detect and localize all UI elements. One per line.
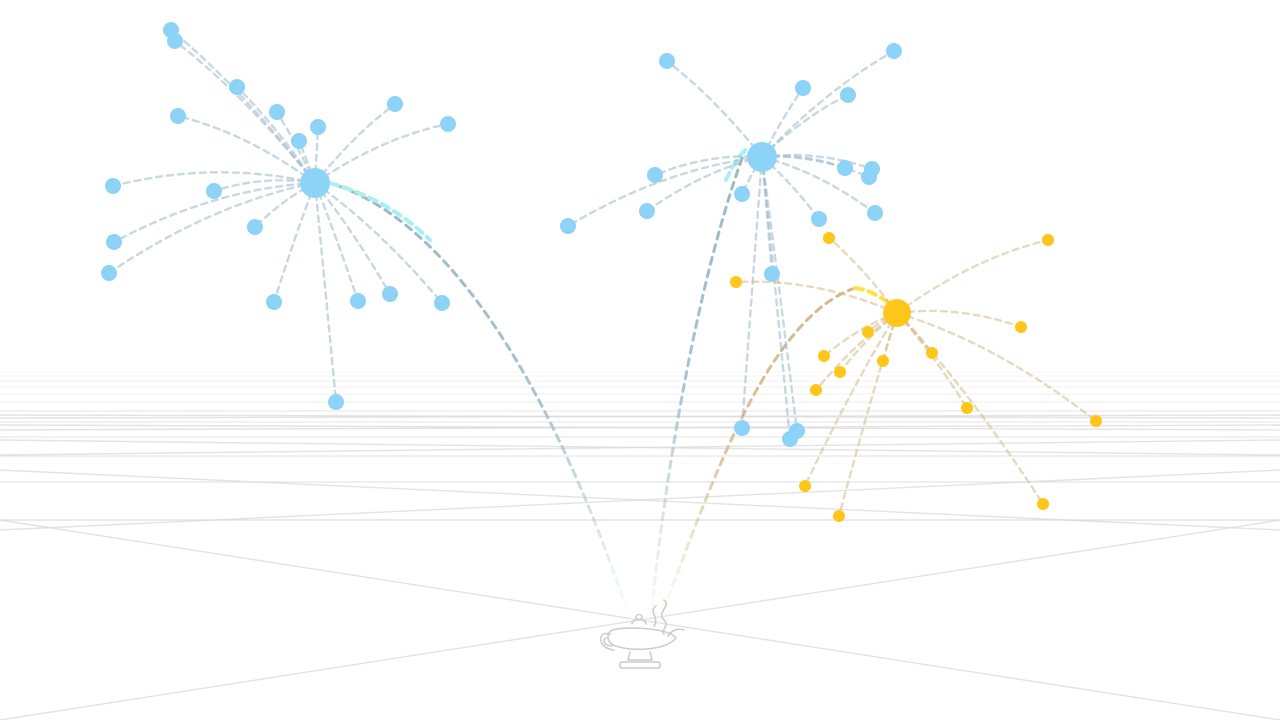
blue-cluster-right-spark: [734, 420, 750, 436]
yellow-cluster-spoke: [837, 311, 899, 518]
grid-line: [0, 414, 1280, 419]
blue-cluster-left-spoke: [235, 85, 317, 185]
blue-cluster-left-spark: [229, 79, 245, 95]
blue-cluster-right-spark: [861, 169, 877, 185]
blue-cluster-left-spark: [266, 294, 282, 310]
blue-cluster-right-spoke: [740, 155, 764, 430]
blue-cluster-right-spark: [560, 218, 576, 234]
blue-cluster-left-spark: [269, 104, 285, 120]
yellow-cluster-hub: [883, 299, 911, 327]
grid-line: [0, 424, 1280, 431]
launch-trails: [328, 148, 892, 612]
yellow-cluster-spoke: [803, 311, 899, 488]
yellow-cluster-spark: [1037, 498, 1049, 510]
yellow-cluster-spark: [961, 402, 973, 414]
blue-cluster-right-spark: [837, 160, 853, 176]
blue-cluster-left-spoke: [313, 181, 338, 404]
blue-cluster-left-spoke: [111, 171, 317, 188]
magic-lamp-icon: [599, 599, 685, 669]
blue-cluster-right-launch-trail: [650, 148, 747, 612]
yellow-cluster-spoke: [838, 311, 899, 374]
blue-cluster-left-launch-trail: [328, 181, 629, 612]
burst-nodes: [101, 22, 1102, 522]
blue-cluster-left-spark: [206, 183, 222, 199]
blue-cluster-right-spark: [867, 205, 883, 221]
blue-cluster-right-spoke: [760, 155, 799, 433]
blue-cluster-right-spoke: [665, 59, 764, 159]
blue-cluster-left-spark: [310, 119, 326, 135]
blue-cluster-left-spoke: [272, 181, 317, 304]
blue-cluster-right-spoke: [760, 49, 896, 159]
blue-cluster-right-spark: [659, 53, 675, 69]
blue-cluster-left-spark: [106, 234, 122, 250]
blue-cluster-right-spoke: [760, 155, 821, 221]
blue-cluster-left-spark: [167, 33, 183, 49]
yellow-cluster-spoke: [895, 309, 1023, 329]
blue-cluster-left-spark: [247, 219, 263, 235]
yellow-cluster-spark: [833, 510, 845, 522]
blue-cluster-right-spark: [734, 186, 750, 202]
blue-cluster-right-spoke: [566, 155, 764, 228]
blue-cluster-right-spark: [782, 431, 798, 447]
blue-cluster-right-spark: [840, 87, 856, 103]
yellow-cluster-spark: [823, 232, 835, 244]
yellow-cluster-burst-streak: [853, 286, 892, 306]
grid-line: [0, 469, 1280, 531]
blue-cluster-right-burst-streak: [724, 148, 747, 182]
blue-cluster-left-spoke: [176, 114, 317, 185]
blue-cluster-right-spark: [639, 203, 655, 219]
blue-cluster-left-burst-streak: [328, 181, 432, 242]
blue-cluster-left-spark: [291, 133, 307, 149]
yellow-cluster-spark: [926, 347, 938, 359]
blue-cluster-left-spoke: [313, 102, 397, 185]
blue-cluster-left-spoke: [169, 28, 317, 185]
yellow-cluster-spoke: [895, 311, 1098, 423]
blue-cluster-right-spark: [647, 167, 663, 183]
yellow-cluster-spark: [810, 384, 822, 396]
blue-cluster-left-spoke: [313, 122, 450, 185]
blue-cluster-left-spoke: [107, 181, 317, 275]
blue-cluster-left-spark: [387, 96, 403, 112]
blue-cluster-left-spark: [105, 178, 121, 194]
blue-cluster-left-spark: [101, 265, 117, 281]
blue-cluster-right-spark: [764, 266, 780, 282]
blue-cluster-right-spark: [811, 211, 827, 227]
yellow-cluster-spark: [730, 276, 742, 288]
blue-cluster-left-spark: [350, 293, 366, 309]
yellow-cluster-spoke: [895, 238, 1050, 315]
blue-cluster-left-spark: [382, 286, 398, 302]
blue-cluster-left-spark: [170, 108, 186, 124]
blue-cluster-right-spark: [795, 80, 811, 96]
blue-cluster-right-hub: [747, 142, 777, 172]
blue-cluster-right-spoke: [760, 155, 792, 441]
yellow-cluster-spark: [1042, 234, 1054, 246]
yellow-cluster-spark: [1090, 415, 1102, 427]
yellow-cluster-spark: [818, 350, 830, 362]
yellow-cluster-spark: [1015, 321, 1027, 333]
blue-cluster-left-spark: [434, 295, 450, 311]
blue-cluster-left-spoke: [313, 181, 392, 296]
blue-cluster-right-spoke: [760, 155, 877, 215]
yellow-cluster-spoke: [822, 311, 899, 358]
yellow-cluster-spoke: [895, 311, 1045, 506]
yellow-cluster-spark: [862, 326, 874, 338]
yellow-cluster-spark: [877, 355, 889, 367]
blue-cluster-right-spoke: [645, 155, 764, 213]
blue-cluster-left-spoke: [313, 181, 444, 305]
blue-cluster-right-spoke: [760, 93, 850, 159]
yellow-cluster-spoke: [734, 280, 899, 315]
blue-cluster-left-spark: [328, 394, 344, 410]
grid-line: [0, 439, 1280, 456]
blue-cluster-right-spark: [886, 43, 902, 59]
blue-cluster-left-spoke: [112, 181, 317, 244]
blue-cluster-left-hub: [300, 168, 330, 198]
yellow-cluster-spark: [834, 366, 846, 378]
blue-cluster-left-spark: [440, 116, 456, 132]
blue-cluster-left-spoke: [173, 39, 317, 185]
yellow-cluster-spark: [799, 480, 811, 492]
